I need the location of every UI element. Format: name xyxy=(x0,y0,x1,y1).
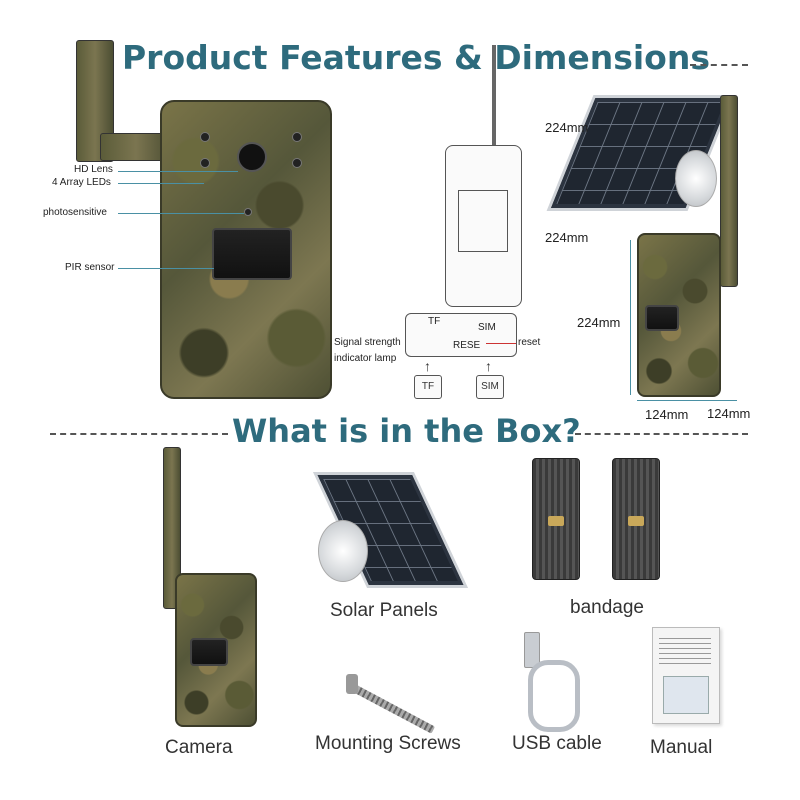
led-icon xyxy=(200,158,210,168)
dim-panel-width: 224mm xyxy=(545,120,589,135)
box-title: What is in the Box? xyxy=(232,412,581,450)
caption-usb: USB cable xyxy=(512,733,602,754)
dim-camera-width: 124mm xyxy=(645,407,689,422)
dim-camera-height: 224mm xyxy=(577,315,621,330)
dim-horizontal-line xyxy=(637,400,737,401)
pir-sensor-window xyxy=(212,228,292,280)
diagram-signal-label-1: Signal strength xyxy=(334,337,401,348)
tf-card-label: TF xyxy=(421,381,435,392)
dim-panel-height: 224mm xyxy=(545,230,589,245)
box-solar-mount xyxy=(318,520,368,582)
diagram-signal-label-2: indicator lamp xyxy=(334,353,397,364)
diagram-reset-label: reset xyxy=(518,337,541,348)
strap-buckle xyxy=(548,516,564,526)
reset-leader-line xyxy=(486,343,516,344)
solar-mount-bracket xyxy=(675,150,717,207)
box-divider-left xyxy=(50,433,228,435)
diagram-inner-panel xyxy=(458,190,508,252)
box-camera-antenna xyxy=(163,447,181,609)
leader-line xyxy=(118,268,214,269)
diagram-tf-label: TF xyxy=(428,316,441,327)
label-pir-sensor: PIR sensor xyxy=(65,262,115,273)
label-hd-lens: HD Lens xyxy=(74,164,113,175)
diagram-sim-label: SIM xyxy=(478,322,496,333)
caption-bandage: bandage xyxy=(570,597,644,618)
manual-booklet xyxy=(652,627,720,724)
right-camera-pir xyxy=(645,305,679,331)
label-photosensitive: photosensitive xyxy=(43,207,107,218)
features-title: Product Features & Dimensions xyxy=(122,38,710,77)
caption-solar: Solar Panels xyxy=(330,600,438,621)
sim-card-label: SIM xyxy=(481,381,499,392)
dim-vertical-line xyxy=(630,240,631,395)
leader-line xyxy=(118,183,204,184)
arrow-up-icon: ↑ xyxy=(485,358,492,374)
diagram-slot-panel xyxy=(405,313,517,357)
caption-camera: Camera xyxy=(165,737,233,758)
tf-card-icon: TF xyxy=(414,375,442,399)
dim-camera-depth: 124mm xyxy=(707,406,751,421)
caption-manual: Manual xyxy=(650,737,713,758)
leader-line xyxy=(118,213,244,214)
led-icon xyxy=(200,132,210,142)
caption-screws: Mounting Screws xyxy=(315,733,461,754)
usb-cable-coil xyxy=(528,660,580,732)
diagram-rese-label: RESE xyxy=(453,340,481,351)
manual-phone-image xyxy=(663,676,709,714)
box-camera-pir xyxy=(190,638,228,666)
hd-lens-icon xyxy=(237,142,267,172)
screw-head xyxy=(346,674,358,694)
strap-buckle xyxy=(628,516,644,526)
camera-antenna xyxy=(76,40,114,162)
right-camera-body xyxy=(637,233,721,397)
sim-card-icon: SIM xyxy=(476,375,504,399)
box-divider-right xyxy=(575,433,748,435)
arrow-up-icon: ↑ xyxy=(424,358,431,374)
right-camera-antenna xyxy=(720,95,738,287)
label-array-leds: 4 Array LEDs xyxy=(52,177,111,188)
title-divider-right xyxy=(690,64,748,66)
leader-line xyxy=(118,171,238,172)
manual-text-lines xyxy=(659,638,711,664)
photosensor-icon xyxy=(244,208,252,216)
led-icon xyxy=(292,132,302,142)
screw-icon xyxy=(350,683,436,734)
led-icon xyxy=(292,158,302,168)
diagram-antenna xyxy=(492,45,496,145)
